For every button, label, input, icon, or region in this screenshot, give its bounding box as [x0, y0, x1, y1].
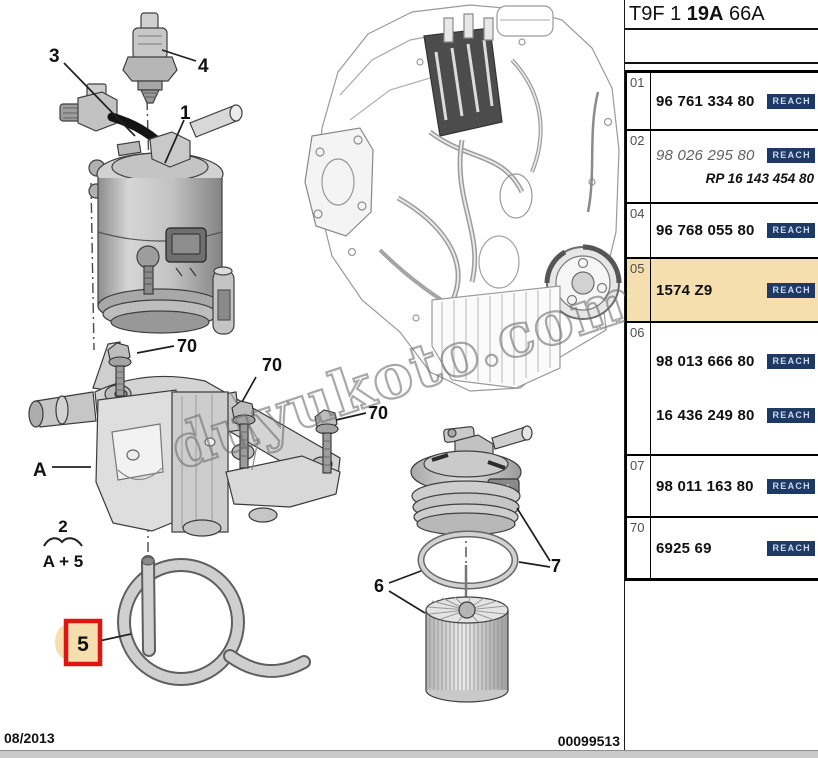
- part-row-01[interactable]: 01 96 761 334 80 REACH: [627, 73, 818, 131]
- part-row-07[interactable]: 07 98 011 163 80 REACH: [627, 456, 818, 518]
- reach-badge[interactable]: REACH: [767, 282, 815, 298]
- callout-a: A: [33, 460, 47, 481]
- bolt-70-middle: [231, 400, 256, 469]
- callout-70-right: 70: [368, 403, 388, 423]
- bolt-70-right: [314, 409, 339, 474]
- bolt-70-left: [107, 342, 132, 397]
- row-number: 01: [627, 73, 651, 129]
- part-row-05-selected[interactable]: 05 1574 Z9 REACH: [627, 259, 818, 323]
- part-number: 16 436 249 80: [656, 407, 755, 424]
- code-bold: 19A: [686, 3, 724, 25]
- header-empty-band: [625, 30, 818, 64]
- quantity-note: 2 A + 5: [43, 517, 83, 571]
- callout-lines: [52, 49, 551, 642]
- parts-diagram: 3 4 1 70 70 70 A 6 7 2 A + 5 5: [28, 4, 622, 703]
- part-number: 98 013 666 80: [656, 353, 755, 370]
- row-number: 05: [627, 259, 651, 321]
- catalog-code: T9F 1 19A 66A: [625, 0, 818, 30]
- callout-3: 3: [49, 46, 60, 67]
- reach-badge[interactable]: REACH: [767, 540, 815, 556]
- part-row-02[interactable]: 02 98 026 295 80 REACH RP 16 143 454 80: [627, 131, 818, 204]
- part-row-06[interactable]: 06 98 013 666 80 REACH 16 436 249 80 REA…: [627, 323, 818, 456]
- callout-7: 7: [551, 556, 561, 576]
- part-number-superseded: 98 026 295 80: [656, 147, 755, 164]
- part-row-70[interactable]: 70 6925 69 REACH: [627, 518, 818, 581]
- row-number: 70: [627, 518, 651, 578]
- reach-badge[interactable]: REACH: [767, 148, 815, 163]
- brace: [43, 537, 83, 547]
- code-prefix: T9F 1: [629, 3, 687, 25]
- part-row-04[interactable]: 04 96 768 055 80 REACH: [627, 204, 818, 259]
- part-number: 96 768 055 80: [656, 222, 755, 239]
- footer-date: 08/2013: [4, 730, 55, 746]
- part-number: 96 761 334 80: [656, 92, 755, 110]
- callout-4: 4: [198, 56, 209, 77]
- row-number: 06: [627, 323, 651, 454]
- quantity-formula: A + 5: [43, 552, 83, 571]
- reach-badge[interactable]: REACH: [767, 478, 815, 494]
- bottom-scrollbar-strip[interactable]: [0, 750, 818, 758]
- parts-table-pane: T9F 1 19A 66A 01 96 761 334 80 REACH 02 …: [625, 0, 818, 750]
- callout-1: 1: [180, 103, 191, 124]
- callout-70-left: 70: [177, 336, 197, 356]
- mounting-bracket: [28, 341, 341, 537]
- part-number: 6925 69: [656, 539, 712, 557]
- diagram-pane: 3 4 1 70 70 70 A 6 7 2 A + 5 5 duyukoto.…: [28, 4, 625, 703]
- row-number: 04: [627, 204, 651, 257]
- filter-cap-part-7: [410, 425, 533, 536]
- callout-5: 5: [77, 633, 89, 656]
- o-ring-seal: [417, 530, 519, 590]
- row-number: 02: [627, 131, 651, 202]
- sensor-part-4: [122, 12, 178, 104]
- quantity-value: 2: [58, 517, 67, 536]
- callout-70-middle: 70: [262, 355, 282, 375]
- reach-badge[interactable]: REACH: [767, 93, 815, 109]
- highlight-box-5: 5: [55, 618, 103, 667]
- code-suffix: 66A: [723, 3, 765, 25]
- filter-element-part-6: [425, 565, 509, 703]
- reach-badge[interactable]: REACH: [767, 223, 815, 238]
- row-number: 07: [627, 456, 651, 516]
- replacement-part-number: RP 16 143 454 80: [705, 171, 814, 186]
- part-number: 98 011 163 80: [656, 477, 754, 495]
- fuel-filter-assembly: [88, 104, 243, 335]
- callout-6: 6: [374, 576, 384, 596]
- coiled-hose-part-5: [117, 555, 311, 686]
- part-number: 1574 Z9: [656, 281, 713, 299]
- engine-illustration: [304, 4, 622, 392]
- reach-badge[interactable]: REACH: [767, 354, 815, 369]
- footer-doc-number: 00099513: [557, 733, 620, 749]
- parts-table: 01 96 761 334 80 REACH 02 98 026 295 80 …: [625, 70, 818, 581]
- reach-badge[interactable]: REACH: [767, 408, 815, 423]
